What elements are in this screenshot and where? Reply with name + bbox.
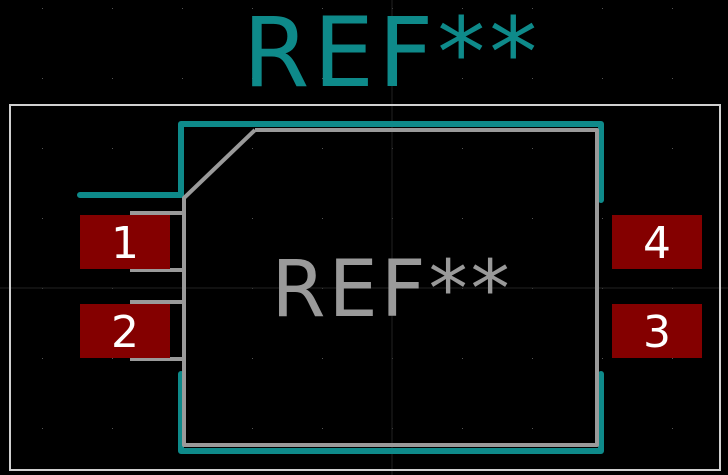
fab-outline bbox=[130, 128, 599, 447]
grid-dot bbox=[322, 78, 323, 79]
grid-dot bbox=[252, 148, 253, 149]
grid-dot bbox=[672, 8, 673, 9]
grid-dot bbox=[602, 78, 603, 79]
grid-dot bbox=[42, 78, 43, 79]
grid-dot bbox=[462, 78, 463, 79]
grid-dot bbox=[112, 428, 113, 429]
grid-dot bbox=[322, 428, 323, 429]
grid-dot bbox=[602, 8, 603, 9]
silkscreen-reference[interactable]: REF** bbox=[243, 0, 542, 109]
grid-dot bbox=[672, 78, 673, 79]
grid-dot bbox=[672, 428, 673, 429]
grid-dot bbox=[672, 358, 673, 359]
grid-dot bbox=[42, 428, 43, 429]
silkscreen-outline bbox=[77, 121, 604, 454]
grid-dot bbox=[602, 218, 603, 219]
courtyard-outline bbox=[9, 104, 721, 471]
grid-dot bbox=[112, 78, 113, 79]
grid-dot bbox=[322, 218, 323, 219]
pad-1[interactable]: 1 bbox=[80, 215, 170, 269]
grid-dot bbox=[532, 218, 533, 219]
pad-number: 3 bbox=[643, 307, 671, 358]
grid-dot bbox=[112, 358, 113, 359]
grid-dot bbox=[112, 8, 113, 9]
grid-dot bbox=[182, 78, 183, 79]
grid-dot bbox=[462, 148, 463, 149]
pad-number: 4 bbox=[643, 218, 671, 269]
grid-dot bbox=[672, 148, 673, 149]
grid-dot bbox=[322, 148, 323, 149]
grid-dot bbox=[462, 428, 463, 429]
grid-dot bbox=[42, 358, 43, 359]
grid-dot bbox=[42, 218, 43, 219]
grid-dot bbox=[602, 358, 603, 359]
grid-dot bbox=[532, 358, 533, 359]
grid-dot bbox=[532, 8, 533, 9]
grid-dot bbox=[252, 428, 253, 429]
grid-dot bbox=[462, 358, 463, 359]
grid-dot bbox=[532, 78, 533, 79]
fab-reference[interactable]: REF** bbox=[271, 245, 512, 335]
pad-number: 2 bbox=[111, 307, 139, 358]
grid-dot bbox=[532, 148, 533, 149]
grid-dot bbox=[462, 8, 463, 9]
grid-dot bbox=[462, 218, 463, 219]
grid-dot bbox=[322, 8, 323, 9]
pad-number: 1 bbox=[111, 218, 139, 269]
grid-dot bbox=[182, 8, 183, 9]
pad-4[interactable]: 4 bbox=[612, 215, 702, 269]
grid-dot bbox=[252, 358, 253, 359]
grid-dot bbox=[252, 78, 253, 79]
pad-2[interactable]: 2 bbox=[80, 304, 170, 358]
grid-dot bbox=[252, 8, 253, 9]
pad-3[interactable]: 3 bbox=[612, 304, 702, 358]
grid-dot bbox=[42, 148, 43, 149]
grid-dot bbox=[252, 218, 253, 219]
grid-dot bbox=[322, 358, 323, 359]
grid-dot bbox=[112, 148, 113, 149]
grid-dot bbox=[42, 8, 43, 9]
grid-dot bbox=[532, 428, 533, 429]
